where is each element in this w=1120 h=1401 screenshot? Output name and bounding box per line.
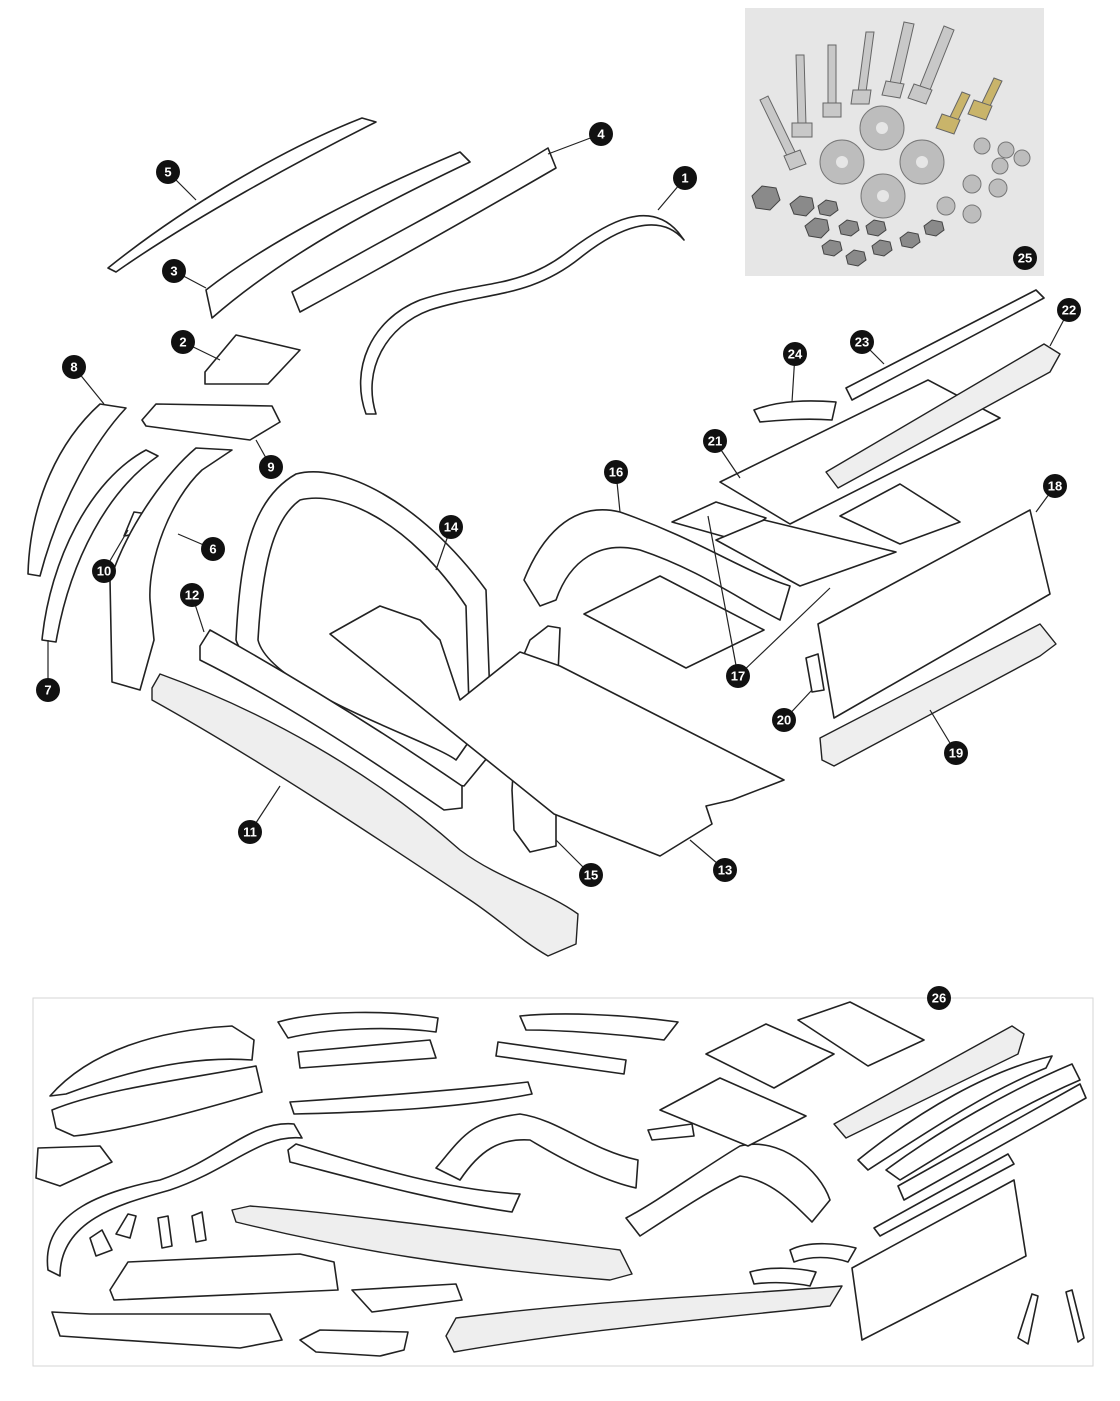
part-12-lower-rail: [199, 629, 463, 811]
callout-11: 11: [238, 820, 262, 844]
callout-17: 17: [726, 664, 750, 688]
callout-4: 4: [589, 122, 613, 146]
callout-12: 12: [180, 583, 204, 607]
svg-text:6: 6: [209, 542, 216, 557]
callout-26: 26: [927, 986, 951, 1010]
svg-text:4: 4: [597, 127, 605, 142]
svg-text:10: 10: [97, 564, 111, 579]
part-24-strip: [753, 400, 837, 423]
part-16-wheel-arch: [523, 509, 791, 621]
svg-text:26: 26: [932, 991, 946, 1006]
part-1-arch-strip: [359, 214, 685, 415]
part-5-roof-rail: [107, 117, 377, 273]
svg-text:3: 3: [170, 264, 177, 279]
part-17-floor-panel-c: [715, 519, 897, 587]
svg-text:25: 25: [1018, 251, 1032, 266]
part-17-floor-panel-a: [583, 575, 765, 669]
svg-text:9: 9: [267, 460, 274, 475]
part-7-pillar: [41, 449, 159, 643]
callout-14: 14: [439, 515, 463, 539]
callout-21: 21: [703, 429, 727, 453]
callout-5: 5: [156, 160, 180, 184]
part-19-rear-beam: [819, 623, 1057, 767]
callout-25: 25: [1013, 246, 1037, 270]
callout-9: 9: [259, 455, 283, 479]
washer-group: [819, 105, 1031, 224]
svg-text:23: 23: [855, 335, 869, 350]
part-9-block: [141, 403, 281, 441]
complete-kit-panel: [32, 997, 1094, 1367]
svg-text:11: 11: [243, 825, 257, 840]
svg-text:14: 14: [444, 520, 459, 535]
svg-text:15: 15: [584, 868, 598, 883]
svg-text:20: 20: [777, 713, 791, 728]
callout-22: 22: [1057, 298, 1081, 322]
callout-16: 16: [604, 460, 628, 484]
svg-text:17: 17: [731, 669, 745, 684]
part-17-floor-panel-d: [839, 483, 961, 545]
part-20-block: [805, 653, 825, 693]
part-2-block: [204, 334, 301, 385]
callout-19: 19: [944, 741, 968, 765]
bolt-group: [759, 21, 1003, 171]
part-18-rear-panel: [817, 509, 1051, 719]
callout-24: 24: [783, 342, 807, 366]
part-11-sill-beam: [151, 673, 579, 957]
svg-text:12: 12: [185, 588, 199, 603]
callout-3: 3: [162, 259, 186, 283]
svg-text:19: 19: [949, 746, 963, 761]
part-23-rail: [845, 289, 1045, 401]
svg-text:8: 8: [70, 360, 77, 375]
part-8-pillar: [27, 403, 127, 577]
nut-group: [751, 185, 945, 267]
callout-8: 8: [62, 355, 86, 379]
svg-text:7: 7: [44, 683, 51, 698]
callout-7: 7: [36, 678, 60, 702]
svg-text:18: 18: [1048, 479, 1062, 494]
hardware-kit-photo: [745, 8, 1044, 276]
svg-text:22: 22: [1062, 303, 1076, 318]
part-6-post: [109, 447, 233, 691]
svg-text:1: 1: [681, 171, 688, 186]
svg-text:24: 24: [788, 347, 803, 362]
callout-18: 18: [1043, 474, 1067, 498]
svg-text:2: 2: [179, 335, 186, 350]
callout-23: 23: [850, 330, 874, 354]
svg-text:5: 5: [164, 165, 171, 180]
callout-6: 6: [201, 537, 225, 561]
callout-2: 2: [171, 330, 195, 354]
part-4-header-rail: [291, 147, 557, 313]
part-22-channel-rail: [825, 343, 1061, 489]
part-13-floor-panel: [329, 605, 785, 857]
svg-text:16: 16: [609, 465, 623, 480]
callout-15: 15: [579, 863, 603, 887]
callout-20: 20: [772, 708, 796, 732]
part-3-cant-rail: [205, 151, 471, 319]
callout-10: 10: [92, 559, 116, 583]
svg-text:13: 13: [718, 863, 732, 878]
callout-1: 1: [673, 166, 697, 190]
svg-text:21: 21: [708, 434, 722, 449]
callout-13: 13: [713, 858, 737, 882]
